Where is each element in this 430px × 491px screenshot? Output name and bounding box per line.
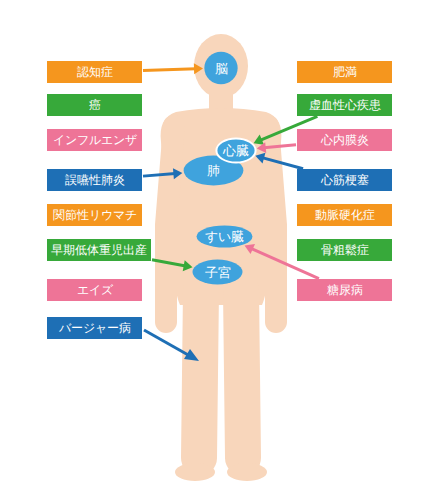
- organ-fill: [184, 156, 244, 186]
- organ-fill: [193, 260, 243, 285]
- organ-ellipse: すい臓: [196, 225, 253, 248]
- organ-fill: [204, 52, 237, 85]
- organ-fill: [197, 225, 253, 247]
- disease-name: 糖尿病: [327, 283, 363, 297]
- disease-box: 動脈硬化症: [297, 204, 392, 226]
- disease-box: 心筋梗塞: [297, 169, 392, 191]
- disease-box: 虚血性心疾患: [297, 94, 392, 116]
- arrow-head: [245, 244, 255, 254]
- right-leg: [241, 290, 243, 458]
- organ-name: すい臓: [205, 229, 244, 244]
- arrow-head: [255, 153, 265, 164]
- disease-name: インフルエンザ: [53, 133, 137, 147]
- arrow-line: [264, 145, 296, 148]
- arrow-connector: [152, 260, 193, 271]
- pointer-line: [144, 330, 190, 356]
- disease-box: バージャー病: [47, 317, 142, 339]
- disease-box: 関節性リウマチ: [47, 204, 142, 226]
- disease-box: 糖尿病: [297, 279, 392, 301]
- disease-name: 心筋梗塞: [321, 173, 369, 187]
- leg-pointer: [144, 330, 199, 361]
- arrow-head: [183, 260, 193, 271]
- disease-box: インフルエンザ: [47, 129, 142, 151]
- arrow-head: [257, 142, 266, 153]
- left-leg: [199, 290, 201, 458]
- disease-name: エイズ: [77, 283, 113, 297]
- disease-name: 虚血性心疾患: [309, 98, 381, 112]
- organ-name: 肺: [207, 163, 220, 178]
- organ-fill: [216, 139, 255, 163]
- disease-box: 早期低体重児出産: [47, 239, 151, 261]
- disease-name: 肥満: [333, 65, 357, 79]
- disease-name: 認知症: [77, 65, 113, 79]
- disease-box: 肥満: [297, 61, 392, 83]
- disease-box: エイズ: [47, 279, 142, 301]
- disease-name: 誤嚥性肺炎: [65, 173, 125, 187]
- arrow-line: [152, 260, 186, 266]
- arrow-head: [254, 135, 264, 145]
- head: [194, 34, 248, 98]
- arrow-connector: [255, 153, 303, 169]
- organ-ellipse: 子宮: [192, 259, 243, 285]
- disease-name: 癌: [89, 98, 101, 112]
- pointer-head: [184, 349, 199, 361]
- disease-box: 骨粗鬆症: [297, 239, 392, 261]
- disease-box: 誤嚥性肺炎: [47, 169, 142, 191]
- disease-box: 癌: [47, 94, 142, 116]
- arrow-head: [194, 63, 203, 74]
- right-arm: [268, 126, 276, 322]
- disease-box: 心内膜炎: [297, 129, 392, 151]
- organ-name: 子宮: [205, 265, 231, 280]
- arrow-connector: [257, 142, 296, 153]
- right-foot: [227, 463, 267, 481]
- arrow-line: [143, 69, 196, 71]
- arrow-line: [143, 174, 175, 177]
- disease-name: 関節性リウマチ: [53, 208, 137, 222]
- organ-name: 脳: [215, 61, 228, 76]
- disease-box: 認知症: [47, 61, 142, 83]
- organ-name: 心臓: [223, 143, 249, 158]
- arrow-connector: [143, 63, 203, 74]
- organ-ellipse: 脳: [204, 51, 238, 85]
- left-foot: [175, 463, 215, 481]
- disease-name: 心内膜炎: [321, 133, 369, 147]
- disease-name: 動脈硬化症: [315, 208, 375, 222]
- left-arm: [166, 126, 174, 322]
- arrow-head: [173, 168, 182, 179]
- arrow-line: [262, 158, 303, 169]
- disease-name: バージャー病: [59, 321, 131, 335]
- disease-name: 早期低体重児出産: [51, 243, 147, 257]
- organ-ellipse: 心臓: [216, 138, 256, 163]
- disease-name: 骨粗鬆症: [321, 243, 369, 257]
- arrow-connector: [143, 168, 182, 179]
